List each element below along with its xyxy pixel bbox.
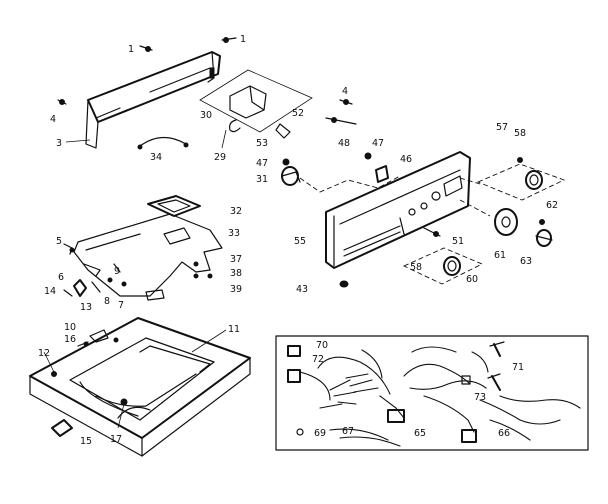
- label-47a: 47: [372, 138, 384, 149]
- label-5: 5: [56, 236, 62, 247]
- label-58b: 58: [410, 262, 422, 273]
- label-43: 43: [296, 284, 308, 295]
- nut-47a: [364, 152, 372, 160]
- label-30: 30: [200, 110, 212, 121]
- label-48: 48: [338, 138, 350, 149]
- label-65: 65: [414, 428, 426, 439]
- label-9: 9: [114, 266, 120, 277]
- nut-47b: [282, 158, 290, 166]
- label-37: 37: [230, 254, 242, 265]
- label-38: 38: [230, 268, 242, 279]
- label-12: 12: [38, 348, 50, 359]
- bracket-33: [73, 213, 223, 297]
- label-17: 17: [110, 434, 122, 445]
- label-46: 46: [400, 154, 412, 165]
- leader-11: [191, 329, 227, 353]
- screw-1b: [221, 37, 237, 43]
- label-4b: 4: [342, 86, 348, 97]
- label-3: 3: [56, 138, 62, 149]
- clip-34: [139, 136, 187, 147]
- label-62: 62: [546, 200, 558, 211]
- label-10: 10: [64, 322, 76, 333]
- label-13: 13: [80, 302, 92, 313]
- label-61: 61: [494, 250, 506, 261]
- hinge-parts-10-16: [51, 329, 119, 377]
- label-66: 66: [498, 428, 510, 439]
- lid-switch-parts: [63, 243, 213, 301]
- leader-3: [65, 139, 91, 143]
- label-1a: 1: [128, 44, 134, 55]
- label-70: 70: [316, 340, 328, 351]
- label-51: 51: [452, 236, 464, 247]
- label-73: 73: [474, 392, 486, 403]
- label-31: 31: [256, 174, 268, 185]
- connector-72: [287, 369, 301, 383]
- leader-12: [43, 351, 55, 373]
- label-67: 67: [342, 426, 354, 437]
- knob-58-upper: [476, 157, 566, 201]
- cover-32: [147, 195, 201, 217]
- label-47b: 47: [256, 158, 268, 169]
- leader-17: [117, 403, 125, 429]
- label-52: 52: [292, 108, 304, 119]
- label-8: 8: [104, 296, 110, 307]
- label-4a: 4: [50, 114, 56, 125]
- label-6: 6: [58, 272, 64, 283]
- clip-62: [539, 219, 545, 225]
- screw-51: [423, 227, 441, 237]
- label-53: 53: [256, 138, 268, 149]
- dashed-guide-knobs: [459, 177, 491, 217]
- connector-70: [287, 345, 301, 357]
- label-39: 39: [230, 284, 242, 295]
- label-34: 34: [150, 152, 162, 163]
- foot-43: [339, 280, 349, 288]
- label-60: 60: [466, 274, 478, 285]
- label-71: 71: [512, 362, 524, 373]
- lid-switch-15: [51, 419, 73, 437]
- console-backsplash: [85, 51, 221, 149]
- timer-31: [281, 166, 301, 186]
- screw-48: [325, 117, 357, 125]
- label-55: 55: [294, 236, 306, 247]
- wiring-harness-group: [275, 335, 589, 451]
- screw-4b: [339, 99, 353, 105]
- screw-1a: [139, 45, 153, 52]
- washer-top-11: [29, 317, 251, 457]
- label-58a: 58: [514, 128, 526, 139]
- label-15: 15: [80, 436, 92, 447]
- label-11: 11: [228, 324, 240, 335]
- label-33: 33: [228, 228, 240, 239]
- label-7: 7: [118, 300, 124, 311]
- label-32: 32: [230, 206, 242, 217]
- label-29: 29: [214, 152, 226, 163]
- switch-group-52: [199, 69, 313, 149]
- label-16: 16: [64, 334, 76, 345]
- label-57: 57: [496, 122, 508, 133]
- label-14: 14: [44, 286, 56, 297]
- knob-61: [494, 208, 518, 236]
- knob-58-lower: [402, 247, 484, 285]
- label-1b: 1: [240, 34, 246, 45]
- screw-4a: [57, 99, 67, 105]
- control-panel-55: [325, 151, 471, 269]
- label-63: 63: [520, 256, 532, 267]
- label-72: 72: [312, 354, 324, 365]
- switch-46: [375, 165, 389, 183]
- label-69: 69: [314, 428, 326, 439]
- dashed-guide-timer: [299, 175, 401, 193]
- knob-63: [535, 229, 553, 247]
